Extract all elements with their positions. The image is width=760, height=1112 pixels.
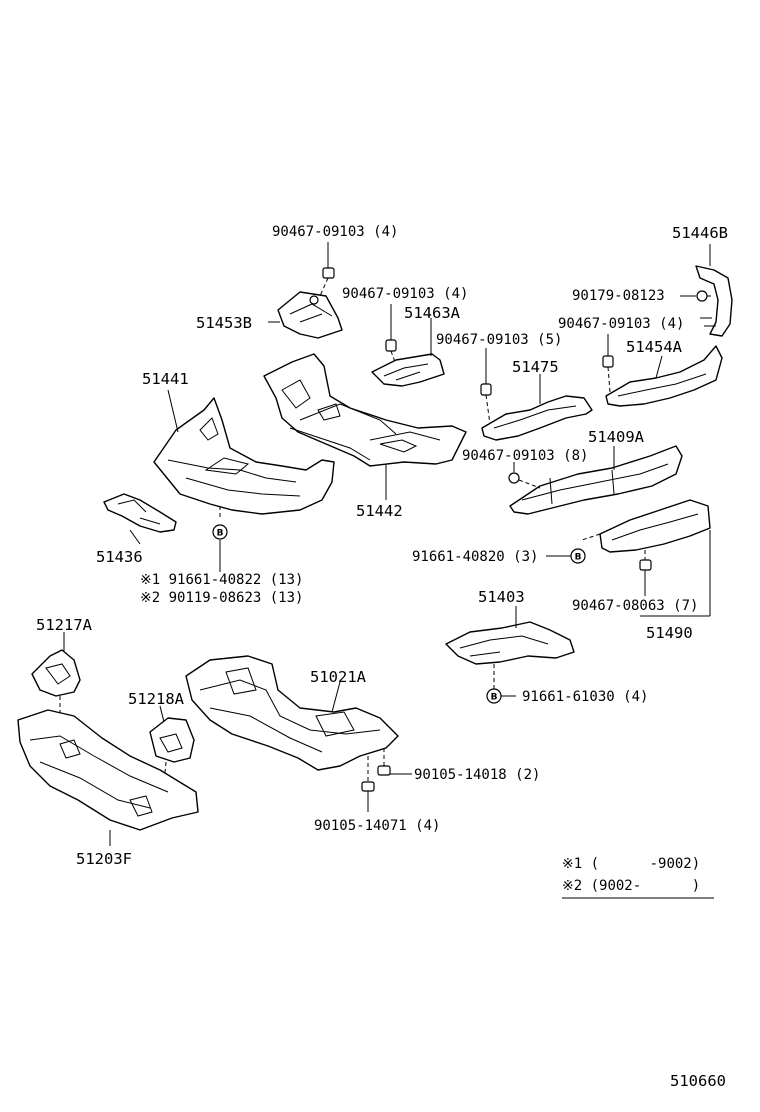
part-51446B-drawing (695, 265, 733, 337)
fastener-label-90467-09103-b: 90467-09103 (4) (342, 286, 468, 302)
part-label-51403: 51403 (478, 588, 525, 606)
fastener-label-90467-09103-5: 90467-09103 (5) (436, 332, 562, 348)
part-label-51436: 51436 (96, 548, 143, 566)
fastener-label-90467-09103-c: 90467-09103 (4) (558, 316, 684, 332)
part-51403-drawing (445, 621, 575, 690)
fastener-label-90467-09103-8: 90467-09103 (8) (462, 448, 588, 464)
part-51442-drawing (263, 353, 467, 467)
part-51475-drawing (480, 383, 593, 441)
part-51409A-drawing (508, 445, 683, 515)
fastener-label-90179-08123: 90179-08123 (572, 288, 665, 304)
part-51453B-drawing (277, 267, 343, 339)
part-51203F-drawing (17, 709, 199, 831)
part-label-51203F: 51203F (76, 850, 132, 868)
part-51218A-drawing (149, 717, 195, 785)
svg-text:B: B (575, 553, 582, 563)
bolt-mark-b-2: B (570, 548, 586, 564)
fastener-label-91661-61030: 91661-61030 (4) (522, 689, 648, 705)
part-label-51218A: 51218A (128, 690, 185, 708)
fastener-label-91661-40820: 91661-40820 (3) (412, 549, 538, 565)
bolt-mark-b-1: B (212, 524, 228, 540)
part-51441-drawing (153, 397, 335, 520)
fastener-label-note1-91661-40822: ※1 91661-40822 (13) (140, 572, 303, 588)
part-51463A-drawing (371, 339, 445, 387)
fastener-label-90105-14071: 90105-14071 (4) (314, 818, 440, 834)
svg-text:B: B (491, 693, 498, 703)
part-51217A-drawing (31, 649, 81, 720)
part-label-51217A: 51217A (36, 616, 93, 634)
part-51490-drawing (581, 499, 711, 571)
part-label-51021A: 51021A (310, 668, 367, 686)
part-label-51475: 51475 (512, 358, 559, 376)
note-1: ※1 ( -9002) (562, 856, 700, 872)
part-label-51463A: 51463A (404, 304, 461, 322)
part-label-51442: 51442 (356, 502, 403, 520)
note-2: ※2 (9002- ) (562, 878, 700, 894)
part-label-51409A: 51409A (588, 428, 645, 446)
part-51436-drawing (103, 493, 177, 533)
fastener-label-note2-90119-08623: ※2 90119-08623 (13) (140, 590, 303, 606)
svg-text:B: B (217, 529, 224, 539)
diagram-code: 510660 (670, 1072, 726, 1090)
fastener-label-90467-08063: 90467-08063 (7) (572, 598, 698, 614)
fastener-label-90467-09103-a: 90467-09103 (4) (272, 224, 398, 240)
part-label-51453B: 51453B (196, 314, 252, 332)
part-51021A-drawing (185, 655, 399, 792)
part-label-51441: 51441 (142, 370, 189, 388)
part-label-51446B: 51446B (672, 224, 728, 242)
bolt-mark-b-3: B (486, 688, 502, 704)
part-label-51490: 51490 (646, 624, 693, 642)
fastener-label-90105-14018: 90105-14018 (2) (414, 767, 540, 783)
part-label-51454A: 51454A (626, 338, 683, 356)
leader-lines (63, 242, 714, 899)
